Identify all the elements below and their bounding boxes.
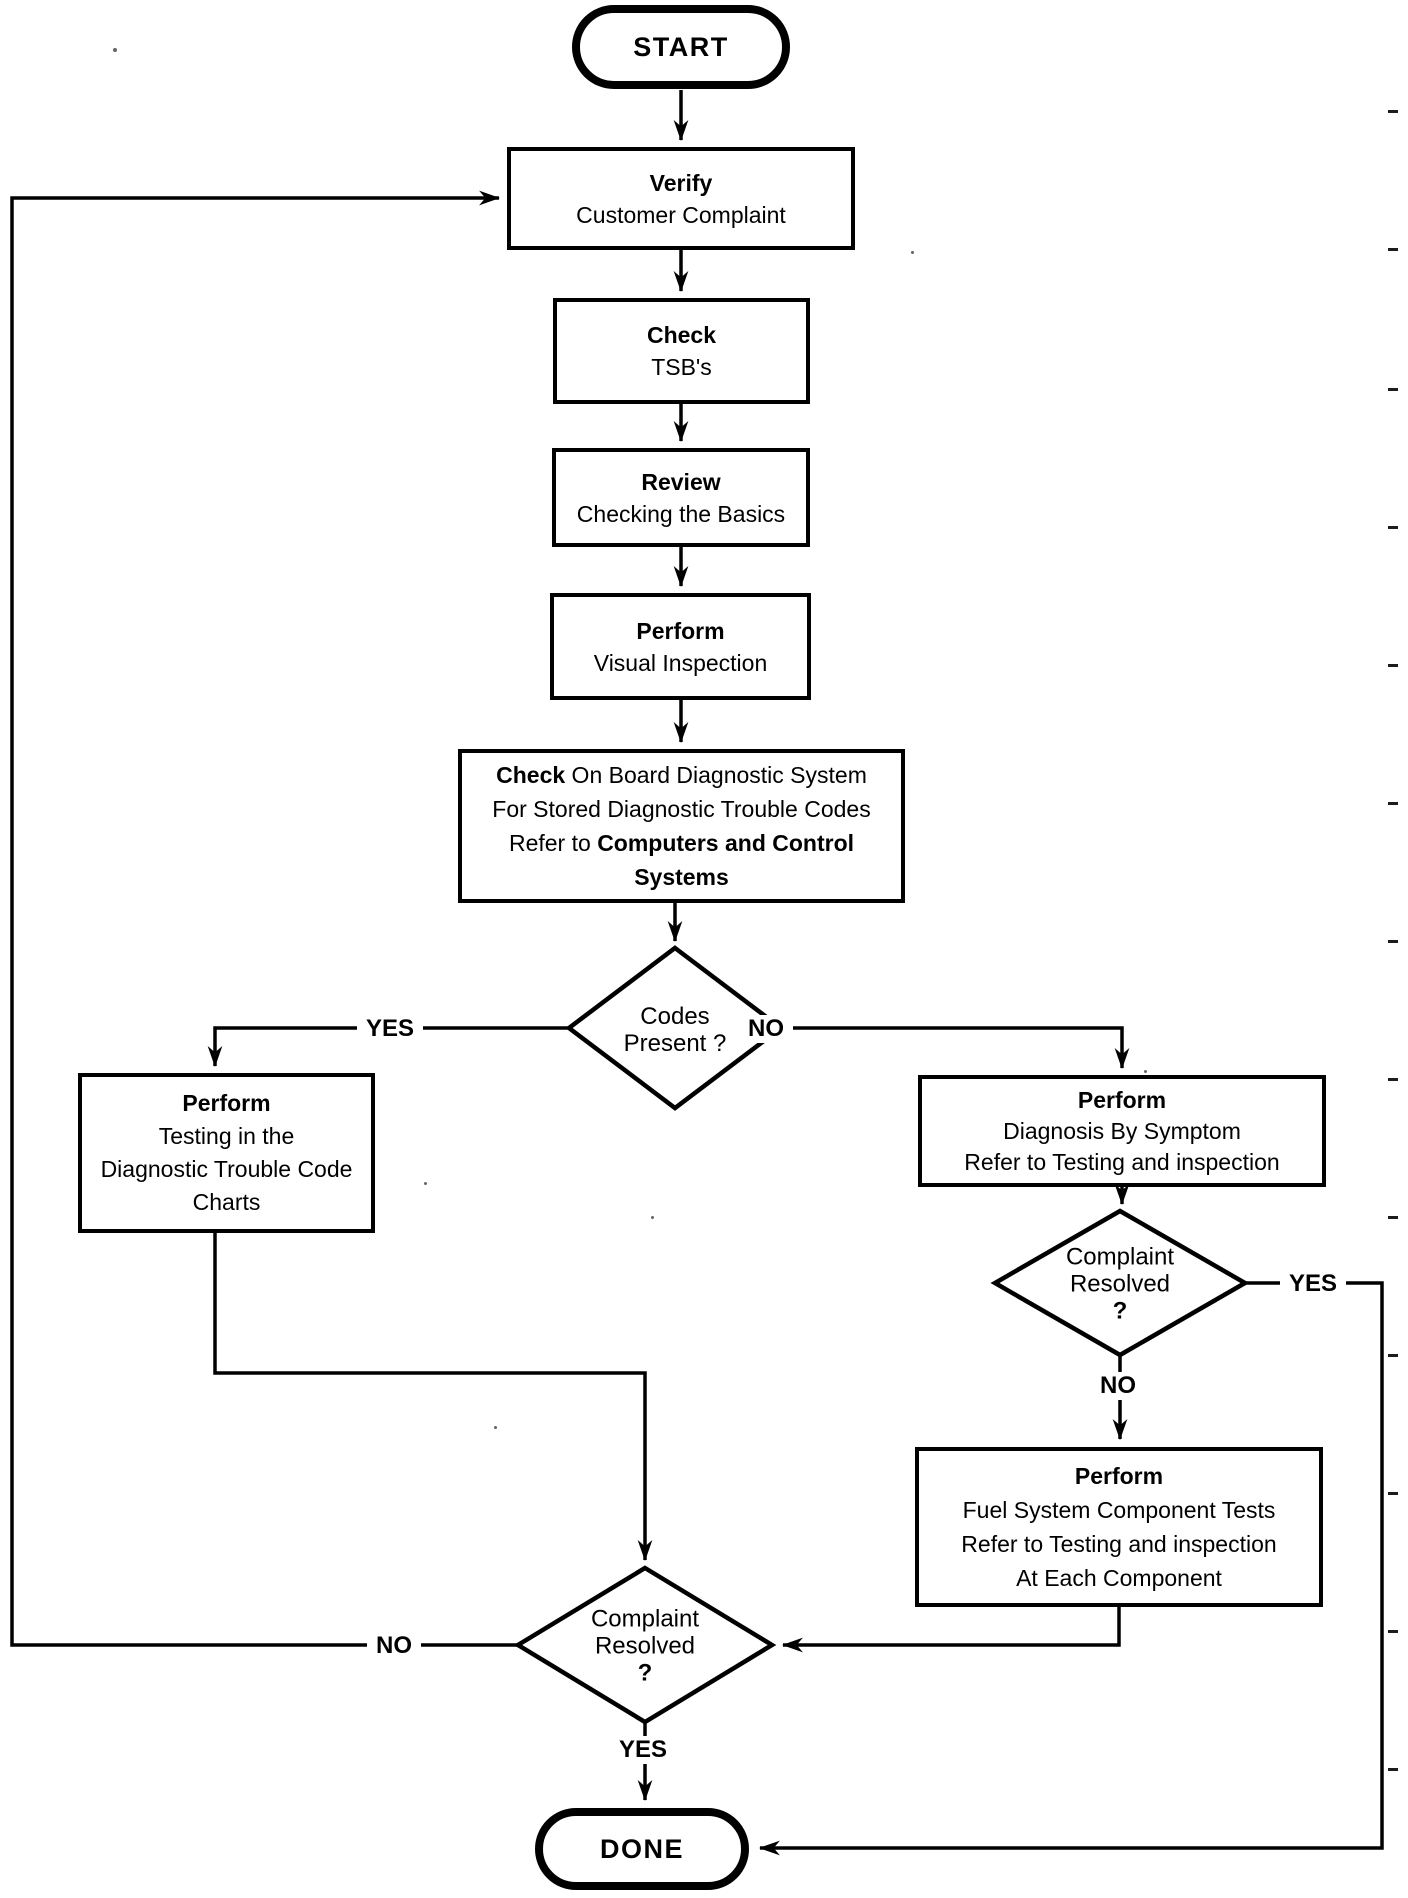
node-line-3: Refer to Testing and inspection xyxy=(961,1531,1277,1557)
scan-speck xyxy=(1144,1070,1147,1073)
edge-codes-yes-to-dtc-charts xyxy=(207,1026,569,1068)
page-edge-mark xyxy=(1388,1354,1398,1357)
node-line-3: Diagnostic Trouble Code xyxy=(100,1156,353,1182)
page-edge-mark xyxy=(1388,940,1398,943)
node-line-1: Check On Board Diagnostic System xyxy=(496,762,867,788)
node-body: Checking the Basics xyxy=(576,500,786,527)
node-title: Perform xyxy=(1074,1463,1164,1489)
edge-label-codes-no: NO xyxy=(739,1015,793,1043)
decision-complaint-resolved-2-diamond xyxy=(513,1565,777,1725)
page-edge-mark xyxy=(1388,802,1398,805)
page-edge-mark xyxy=(1388,1216,1398,1219)
node-dtc-chart-testing: Perform Testing in the Diagnostic Troubl… xyxy=(78,1073,375,1233)
node-title: Check xyxy=(646,322,717,348)
page-edge-mark xyxy=(1388,664,1398,667)
edge-codes-no-to-symptom xyxy=(781,1026,1130,1070)
edge-dtc-charts-to-resolved2 xyxy=(213,1233,653,1562)
node-done-terminal: DONE xyxy=(535,1808,749,1890)
decision-codes-present-diamond xyxy=(565,945,785,1111)
page-edge-mark xyxy=(1388,1078,1398,1081)
scan-speck xyxy=(494,1426,497,1429)
done-label: DONE xyxy=(599,1833,684,1864)
page-edge-mark xyxy=(1388,388,1398,391)
decision-complaint-resolved-1-label: Complaint Resolved ? xyxy=(1065,1243,1175,1325)
node-line-3: Refer to Testing and inspection xyxy=(964,1148,1280,1175)
scan-speck xyxy=(424,1182,427,1185)
node-start-terminal: START xyxy=(572,5,790,89)
node-line-2: For Stored Diagnostic Trouble Codes xyxy=(492,796,871,822)
page-edge-mark xyxy=(1388,1768,1398,1771)
node-body: TSB's xyxy=(651,354,712,380)
page-edge-mark xyxy=(1388,1492,1398,1495)
node-line-3: Refer to Computers and Control Systems xyxy=(508,830,855,890)
node-body: Visual Inspection xyxy=(593,649,768,676)
node-title: Perform xyxy=(182,1090,271,1116)
node-body: Customer Complaint xyxy=(576,201,786,228)
node-check-tsbs: Check TSB's xyxy=(553,298,810,404)
node-verify-customer-complaint: Verify Customer Complaint xyxy=(507,147,855,250)
node-title: Perform xyxy=(1077,1086,1167,1113)
edge-label-resolved1-no: NO xyxy=(1091,1372,1145,1400)
decision-complaint-resolved-2-label: Complaint Resolved ? xyxy=(590,1605,700,1687)
edge-label-resolved2-no: NO xyxy=(367,1632,421,1660)
start-label: START xyxy=(633,31,729,62)
edge-label-codes-yes: YES xyxy=(356,1015,424,1043)
node-visual-inspection: Perform Visual Inspection xyxy=(550,593,811,700)
page-edge-mark xyxy=(1388,248,1398,251)
edge-label-resolved1-yes: YES xyxy=(1279,1270,1347,1298)
node-diagnosis-by-symptom: Perform Diagnosis By Symptom Refer to Te… xyxy=(918,1075,1326,1187)
node-title: Review xyxy=(641,468,721,495)
page-edge-mark xyxy=(1388,1630,1398,1633)
decision-codes-present-label: Codes Present ? xyxy=(623,1003,727,1057)
node-fuel-component-tests: Perform Fuel System Component Tests Refe… xyxy=(915,1447,1323,1607)
node-title: Verify xyxy=(649,169,713,196)
edge-fuel-to-resolved2 xyxy=(781,1607,1121,1653)
scan-speck xyxy=(651,1216,654,1219)
edge-resolved2-no-loop-to-verify xyxy=(10,190,518,1647)
scan-speck xyxy=(113,48,117,52)
scan-speck xyxy=(911,251,914,254)
node-line-4: Charts xyxy=(192,1189,261,1215)
node-title: Perform xyxy=(636,617,725,644)
node-review-basics: Review Checking the Basics xyxy=(552,448,810,547)
page-edge-mark xyxy=(1388,526,1398,529)
node-line-2: Fuel System Component Tests xyxy=(962,1497,1276,1523)
edge-label-resolved2-yes: YES xyxy=(609,1736,677,1764)
node-line-2: Diagnosis By Symptom xyxy=(1003,1117,1241,1144)
node-check-obd-system: Check On Board Diagnostic System For Sto… xyxy=(458,749,905,903)
page-edge-mark xyxy=(1388,110,1398,113)
node-line-2: Testing in the xyxy=(158,1123,295,1149)
decision-complaint-resolved-1-diamond xyxy=(990,1208,1250,1358)
node-line-4: At Each Component xyxy=(1016,1565,1222,1591)
